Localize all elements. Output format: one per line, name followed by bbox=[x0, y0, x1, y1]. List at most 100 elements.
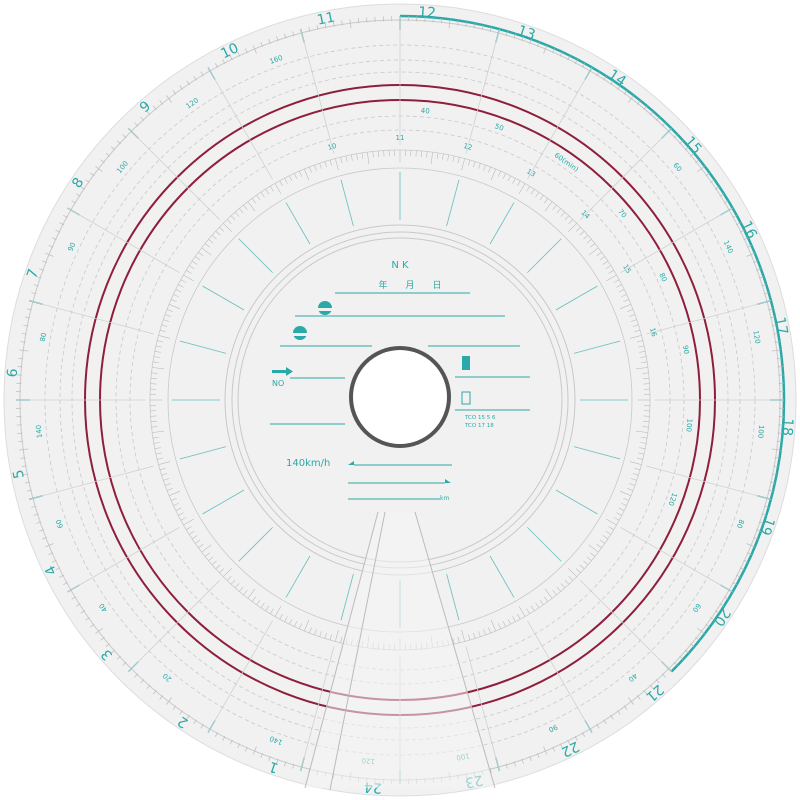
time-tick bbox=[26, 308, 32, 311]
inner-time-tick bbox=[623, 299, 629, 303]
time-tick bbox=[268, 39, 271, 44]
inner-time-tick bbox=[599, 539, 605, 544]
inner-time-tick bbox=[576, 226, 581, 232]
inner-time-tick bbox=[329, 159, 333, 166]
hour-radial-line bbox=[300, 646, 335, 772]
time-tick bbox=[200, 723, 204, 729]
time-tick bbox=[116, 140, 121, 145]
time-tick bbox=[55, 229, 61, 233]
time-tick bbox=[714, 186, 720, 190]
inner-time-tick bbox=[304, 168, 310, 181]
inner-time-tick bbox=[324, 161, 327, 168]
inner-time-tick bbox=[223, 568, 232, 577]
time-tick bbox=[695, 636, 700, 641]
time-tick bbox=[649, 684, 654, 689]
time-tick bbox=[761, 513, 767, 516]
inner-time-tick bbox=[556, 586, 561, 592]
time-tick bbox=[574, 59, 578, 64]
inner-time-tick bbox=[153, 356, 160, 358]
time-tick bbox=[39, 529, 44, 532]
time-tick bbox=[552, 746, 555, 752]
time-tick bbox=[610, 80, 614, 86]
inner-time-tick bbox=[488, 627, 491, 634]
inner-time-tick bbox=[164, 314, 171, 317]
time-tick bbox=[39, 268, 44, 271]
inner-time-tick bbox=[350, 154, 353, 161]
inner-time-tick bbox=[175, 507, 182, 511]
inner-time-tick bbox=[166, 309, 173, 312]
driver-2-icon bbox=[292, 326, 308, 340]
inner-time-tick bbox=[294, 173, 298, 179]
time-tick bbox=[761, 284, 767, 287]
inner-time-tick bbox=[247, 201, 256, 212]
hour-radial-mark bbox=[340, 179, 354, 227]
time-tick bbox=[63, 214, 68, 219]
inner-time-tick bbox=[270, 186, 274, 192]
inner-time-tick bbox=[164, 483, 171, 486]
inner-time-tick bbox=[329, 634, 333, 641]
inner-time-tick bbox=[507, 175, 511, 182]
time-tick bbox=[95, 628, 103, 635]
hour-radial-line bbox=[67, 207, 180, 273]
hour-radial-mark bbox=[238, 238, 274, 274]
hour-radial-mark bbox=[179, 340, 227, 354]
inner-time-tick bbox=[211, 560, 217, 566]
time-tick bbox=[768, 489, 774, 492]
time-tick bbox=[732, 214, 737, 219]
inner-time-tick bbox=[641, 436, 648, 439]
inner-time-tick bbox=[639, 350, 646, 353]
inner-time-tick bbox=[630, 478, 637, 481]
time-tick bbox=[71, 596, 77, 600]
inner-time-tick bbox=[599, 256, 605, 261]
inner-time-tick bbox=[552, 204, 557, 210]
hour-label: 18 bbox=[778, 418, 795, 437]
inner-time-tick bbox=[247, 588, 256, 599]
speed-label: 60 bbox=[691, 602, 703, 614]
time-tick bbox=[732, 581, 737, 586]
inner-time-tick bbox=[161, 473, 168, 476]
hour-radial-mark bbox=[202, 285, 245, 311]
inner-time-tick bbox=[490, 168, 496, 181]
inner-time-tick bbox=[643, 377, 650, 380]
time-tick bbox=[679, 655, 684, 660]
slot-cut bbox=[304, 511, 496, 791]
inner-time-tick bbox=[497, 623, 501, 629]
inner-time-tick bbox=[613, 279, 620, 283]
inner-time-tick bbox=[158, 335, 171, 339]
inner-time-tick bbox=[168, 490, 181, 496]
time-tick bbox=[769, 316, 775, 319]
inner-time-tick bbox=[457, 636, 460, 643]
inner-time-tick bbox=[642, 372, 649, 374]
speed-label: 90 bbox=[547, 723, 558, 734]
time-tick bbox=[705, 623, 710, 628]
time-tick bbox=[33, 513, 39, 516]
time-tick bbox=[260, 753, 263, 759]
inner-time-tick bbox=[284, 178, 288, 184]
time-tick bbox=[21, 465, 27, 468]
time-tick bbox=[90, 623, 95, 628]
inner-speed-label: 80 bbox=[657, 272, 668, 283]
time-tick bbox=[268, 756, 271, 761]
inner-time-tick bbox=[627, 309, 634, 312]
time-tick bbox=[349, 19, 352, 29]
time-tick bbox=[25, 316, 31, 319]
inner-time-tick bbox=[643, 420, 650, 423]
inner-time-tick bbox=[256, 195, 261, 201]
time-tick bbox=[146, 684, 151, 689]
hour-radial-mark bbox=[526, 526, 562, 562]
time-tick bbox=[596, 723, 600, 729]
time-tick bbox=[746, 552, 752, 555]
inner-time-tick bbox=[526, 186, 530, 192]
hour-radial-line bbox=[620, 527, 733, 593]
time-tick bbox=[736, 574, 741, 578]
inner-time-tick bbox=[544, 198, 549, 204]
inner-time-tick bbox=[629, 335, 642, 339]
inner-time-tick bbox=[605, 274, 617, 282]
inner-time-tick bbox=[171, 497, 177, 501]
time-tick bbox=[684, 649, 689, 654]
hour-radial-line bbox=[465, 28, 500, 154]
hour-label: 17 bbox=[771, 316, 790, 337]
time-tick bbox=[222, 736, 226, 741]
time-tick bbox=[552, 48, 555, 54]
inner-time-tick bbox=[377, 150, 380, 157]
